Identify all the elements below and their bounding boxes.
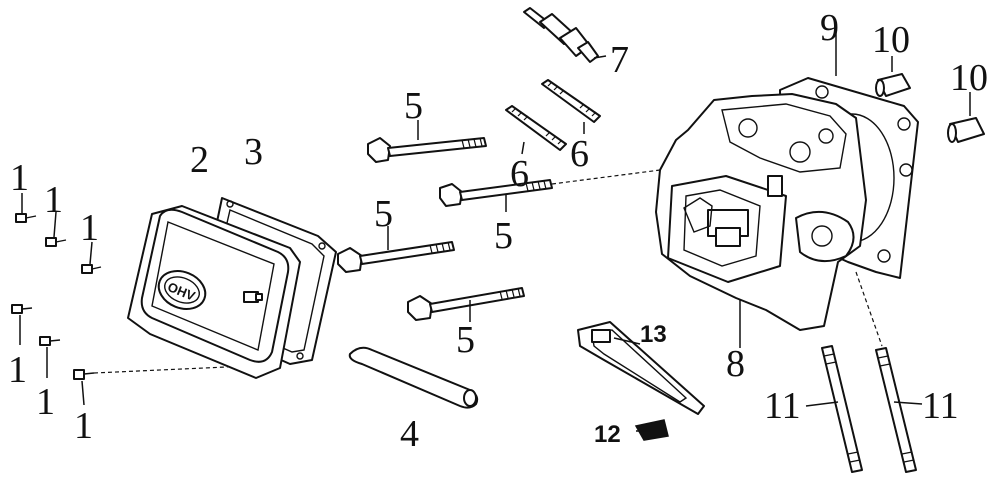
callout-6-a: 6 bbox=[510, 153, 529, 195]
long-stud-11-a bbox=[805, 345, 863, 473]
bolt-1-guide-line bbox=[93, 365, 249, 374]
leader-1-f bbox=[81, 380, 85, 406]
valve-cover-2: OHV bbox=[127, 205, 301, 379]
callout-5-a: 5 bbox=[404, 85, 423, 127]
callout-1-b: 1 bbox=[44, 179, 63, 221]
leader-6-a bbox=[521, 141, 525, 155]
callout-9: 9 bbox=[820, 7, 839, 49]
callout-4: 4 bbox=[400, 413, 419, 455]
bolt-1-d bbox=[11, 304, 33, 314]
spark-plug-7 bbox=[523, 7, 607, 63]
callout-2: 2 bbox=[190, 139, 209, 181]
dowel-10-b bbox=[947, 92, 985, 143]
callout-1-c: 1 bbox=[80, 207, 99, 249]
intake-gasket-13 bbox=[577, 321, 705, 415]
callout-12: 12 bbox=[594, 421, 621, 448]
long-bolt-5-d bbox=[407, 287, 525, 321]
cylinder-head-8 bbox=[655, 93, 867, 348]
stud-6-a bbox=[505, 105, 567, 151]
callout-1-d: 1 bbox=[8, 349, 27, 391]
bolt-1-f bbox=[73, 369, 95, 380]
breather-hose-4 bbox=[348, 346, 479, 409]
dowel-10-a bbox=[875, 56, 911, 97]
long-bolt-5-c bbox=[337, 241, 455, 273]
callout-11-a: 11 bbox=[764, 385, 801, 427]
callout-13: 13 bbox=[640, 321, 667, 348]
leader-1-b bbox=[53, 211, 57, 238]
bolt-1-b bbox=[45, 237, 67, 247]
callout-1-a: 1 bbox=[10, 157, 29, 199]
callout-10-a: 10 bbox=[872, 19, 910, 61]
insulator-12 bbox=[634, 419, 669, 441]
callout-1-e: 1 bbox=[36, 381, 55, 423]
callout-5-c: 5 bbox=[374, 193, 393, 235]
leader-1-c bbox=[89, 241, 93, 265]
stud-11-guide-line bbox=[855, 271, 883, 347]
callout-11-b: 11 bbox=[922, 385, 959, 427]
callout-5-b: 5 bbox=[494, 215, 513, 257]
bolt-1-e bbox=[39, 336, 61, 346]
callout-5-d: 5 bbox=[456, 319, 475, 361]
long-bolt-5-a bbox=[367, 137, 487, 163]
long-stud-11-b bbox=[875, 347, 923, 473]
callout-3: 3 bbox=[244, 131, 263, 173]
callout-8: 8 bbox=[726, 343, 745, 385]
bolt-1-c bbox=[81, 264, 102, 274]
callout-labels: 1 1 1 1 1 1 2 3 4 5 5 5 5 6 6 7 8 9 10 1… bbox=[8, 7, 988, 455]
long-bolt-5-b bbox=[439, 179, 553, 207]
callout-10-b: 10 bbox=[950, 57, 988, 99]
callout-7: 7 bbox=[610, 39, 629, 81]
stud-6-b bbox=[541, 79, 601, 123]
callout-1-f: 1 bbox=[74, 405, 93, 447]
callout-6-b: 6 bbox=[570, 133, 589, 175]
bolt-1-a bbox=[15, 213, 37, 223]
